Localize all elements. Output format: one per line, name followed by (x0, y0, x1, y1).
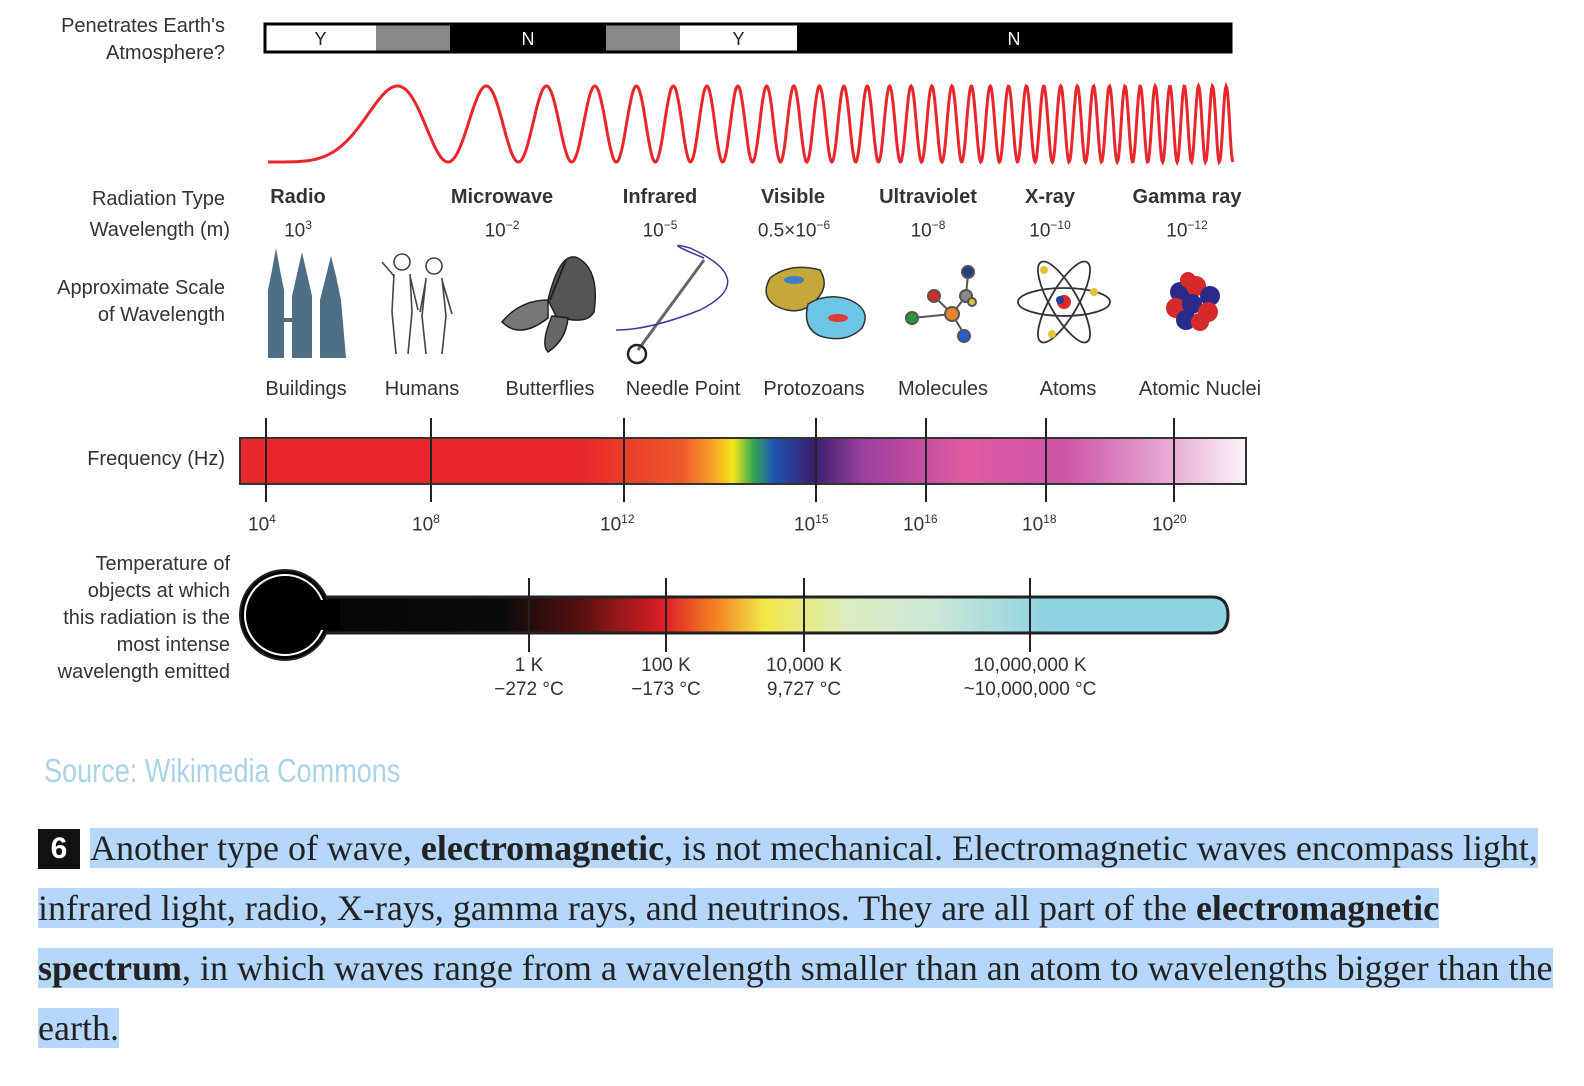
radiation-visible: Visible (760, 186, 826, 208)
radiation-ultraviolet: Ultraviolet (879, 186, 977, 208)
scale-atoms: Atoms (1039, 378, 1097, 400)
wave-line (268, 81, 1235, 166)
atmosphere-segment-label: N (522, 29, 535, 49)
atmosphere-segment (376, 24, 450, 52)
paragraph-text-3: , in which waves range from a wavelength… (38, 948, 1553, 1048)
wavelength-label: Wavelength (m) (89, 219, 230, 241)
atmosphere-segment-label: Y (732, 29, 744, 49)
nucleus-icon (1166, 272, 1220, 331)
frequency-tick-marks (265, 418, 1175, 502)
scale-butterflies: Butterflies (505, 378, 595, 400)
frequency-bar (239, 437, 1247, 485)
atmosphere-segment (606, 24, 680, 52)
buildings-icon (268, 248, 346, 358)
molecule-icon (905, 265, 977, 343)
radiation-radio: Radio (270, 186, 326, 208)
frequency-label: Frequency (Hz) (87, 448, 225, 470)
temperature-label: Temperature of objects at which this rad… (57, 553, 230, 683)
wavelength-xray: 10−10 (1029, 218, 1071, 242)
temp-tick-label: 10,000,000 K~10,000,000 °C (963, 655, 1097, 700)
atmosphere-segment (265, 24, 376, 52)
wavelength-gamma: 10−12 (1166, 218, 1208, 242)
freq-tick-label: 1012 (600, 512, 635, 536)
radiation-infrared: Infrared (622, 186, 698, 208)
source-credit: Source: Wikimedia Commons (44, 752, 401, 789)
humans-icon (381, 253, 453, 355)
scale-atomic-nuclei: Atomic Nuclei (1138, 378, 1262, 400)
atmosphere-segment (450, 24, 606, 52)
radiation-gamma: Gamma ray (1132, 186, 1242, 208)
atmosphere-segment-label: N (1008, 29, 1021, 49)
protozoan-icon (765, 266, 866, 340)
wavelength-radio: 103 (284, 218, 312, 242)
radiation-type-label: Radiation Type (91, 188, 225, 210)
atmosphere-segment-label: Y (314, 29, 326, 49)
paragraph-text-2: , is not mechanical. Electromagnetic wav… (38, 828, 1538, 928)
freq-tick-label: 108 (412, 512, 440, 536)
scale-buildings: Buildings (265, 378, 347, 400)
atmosphere-segment (797, 24, 1231, 52)
paragraph-text-1: Another type of wave, (90, 828, 421, 868)
temp-tick-label: 1 K−272 °C (494, 655, 564, 700)
wavelength-infrared: 10−5 (642, 218, 678, 242)
radiation-microwave: Microwave (450, 186, 554, 208)
atom-icon (1017, 260, 1111, 344)
thermometer (239, 569, 1230, 661)
wavelength-visible: 0.5×10−6 (757, 218, 831, 242)
wavelength-microwave: 10−2 (484, 218, 520, 242)
scale-humans: Humans (384, 378, 460, 400)
freq-tick-label: 1016 (903, 512, 938, 536)
scale-label: Approximate Scale of Wavelength (57, 277, 225, 326)
butterfly-icon (500, 256, 596, 353)
term-electromagnetic: electromagnetic (420, 828, 665, 868)
radiation-xray: X-ray (1024, 186, 1076, 208)
scale-protozoans: Protozoans (763, 378, 865, 400)
atmosphere-bar-border (263, 22, 1233, 54)
freq-tick-label: 1015 (794, 512, 829, 536)
freq-tick-label: 1020 (1152, 512, 1187, 536)
paragraph-number: 6 (38, 829, 80, 869)
scale-molecules: Molecules (897, 378, 989, 400)
temp-tick-label: 100 K−173 °C (631, 655, 701, 700)
atmosphere-label: Penetrates Earth's Atmosphere? (61, 15, 225, 64)
freq-tick-label: 104 (248, 512, 276, 536)
atmosphere-segment (680, 24, 797, 52)
freq-tick-label: 1018 (1022, 512, 1057, 536)
term-electromagnetic-spectrum: electromagnetic spectrum (38, 888, 1440, 988)
scale-needle-point: Needle Point (625, 378, 741, 400)
needle-icon (615, 244, 729, 365)
wavelength-ultraviolet: 10−8 (910, 218, 946, 242)
